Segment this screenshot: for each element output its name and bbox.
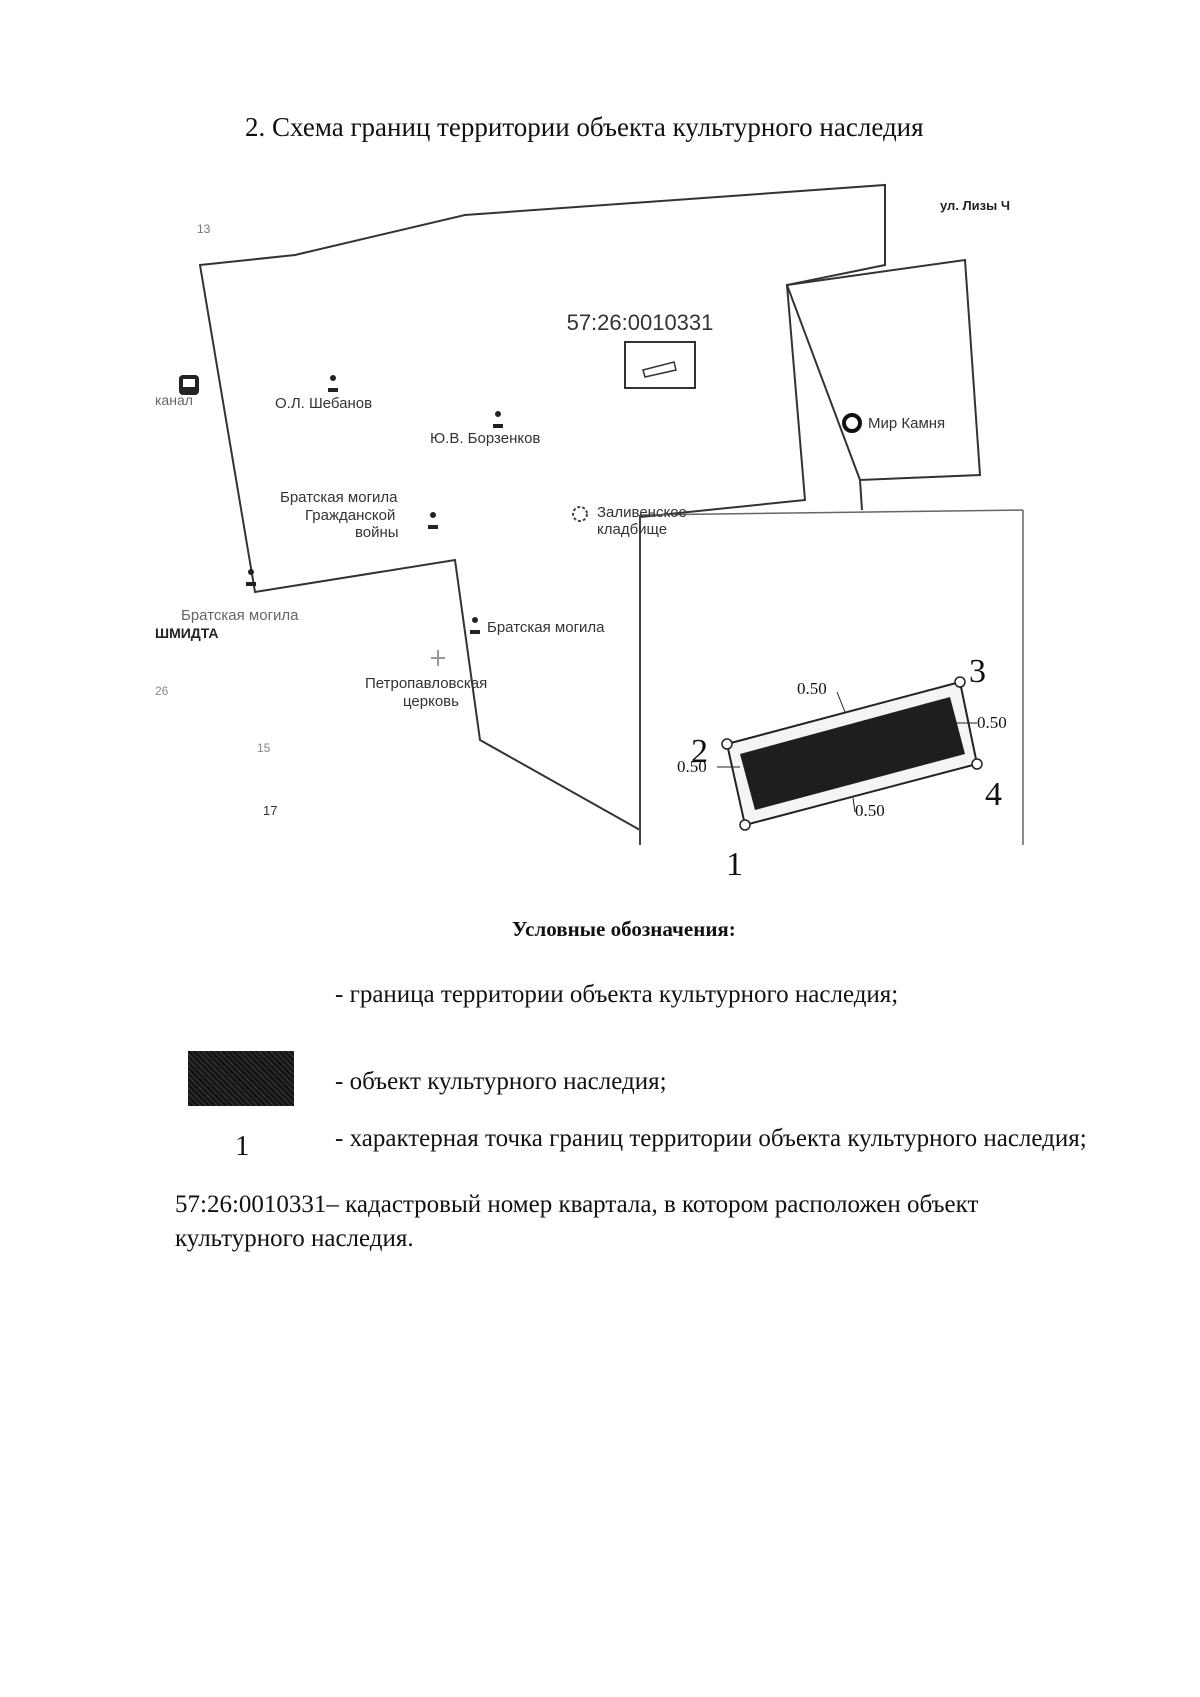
place-label-borzenkov: Ю.В. Борзенков [430, 430, 540, 447]
inset-frame-top [639, 509, 1024, 516]
street-label-shmidta: ШМИДТА [155, 625, 219, 641]
church-icon [431, 650, 445, 666]
boundary-point-marker [954, 676, 966, 688]
place-label-civil-war-grave-2: Гражданской [305, 507, 395, 524]
legend-title: Условные обозначения: [512, 917, 736, 941]
mir-kamnya-plot [785, 258, 982, 482]
legend-point-symbol: 1 [235, 1130, 250, 1162]
place-label-mir-kamnya: Мир Камня [868, 415, 945, 432]
page-title: 2. Схема границ территории объекта культ… [245, 112, 924, 142]
place-label-sheblanov: О.Л. Шебанов [275, 395, 372, 412]
grave-marker-icon [328, 375, 338, 392]
boundary-point-marker [721, 738, 733, 750]
legend-object-symbol [188, 1051, 294, 1106]
street-label-kanal: канал [155, 392, 193, 408]
offset-leader-bottom [852, 797, 856, 813]
place-label-grave-center: Братская могила [487, 619, 605, 636]
grave-marker-icon [493, 411, 503, 428]
house-number-26: 26 [155, 684, 169, 698]
legend-object-text: - объект культурного наследия; [335, 1068, 667, 1095]
point-label-3: 3 [969, 653, 986, 690]
house-number-15: 15 [257, 741, 271, 755]
boundary-point-marker [971, 758, 983, 770]
point-label-4: 4 [985, 776, 1002, 813]
place-label-civil-war-grave-3: войны [355, 524, 399, 541]
legend-cadastral-text: 57:26:0010331– кадастровый номер квартал… [175, 1191, 979, 1252]
grave-marker-icon [246, 569, 256, 586]
object-locator-box [624, 341, 696, 389]
cadastral-number-label: 57:26:0010331 [567, 310, 714, 335]
house-number-17: 17 [263, 803, 277, 818]
street-label-lizy: ул. Лизы Ч [940, 198, 1010, 213]
grave-marker-icon [428, 512, 438, 529]
heritage-object-shape [740, 697, 965, 810]
grave-marker-icon [470, 617, 480, 634]
cemetery-icon [572, 506, 588, 522]
point-label-1: 1 [726, 846, 743, 883]
place-label-church-1: Петропавловская [365, 675, 487, 692]
legend-boundary-symbol [178, 995, 288, 997]
place-label-zalivenskoe-2: кладбище [597, 521, 667, 538]
cemetery-boundary [198, 183, 886, 832]
object-inset-detail: 1 2 3 4 0.50 0.50 0.50 0.50 [677, 653, 1007, 883]
place-label-grave-west: Братская могила [181, 607, 299, 624]
point-label-2: 2 [691, 733, 708, 770]
place-label-zalivenskoe-1: Заливенское [597, 504, 687, 521]
shop-marker-icon [842, 413, 862, 433]
house-number-13: 13 [197, 222, 211, 236]
legend-boundary-text: - граница территории объекта культурного… [335, 981, 899, 1008]
place-label-civil-war-grave-1: Братская могила [280, 489, 398, 506]
plot-divider-line [859, 479, 863, 511]
offset-leader-top [836, 691, 846, 713]
offset-label-top: 0.50 [797, 679, 827, 698]
boundary-map: 57:26:0010331 ул. Лизы Ч ШМИДТА канал 13… [155, 183, 1024, 883]
bus-stop-icon-window [183, 379, 195, 387]
offset-label-right: 0.50 [977, 713, 1007, 732]
legend-point-text: - характерная точка границ территории об… [335, 1125, 1087, 1152]
offset-label-left: 0.50 [677, 757, 707, 776]
offset-label-bottom: 0.50 [855, 801, 885, 820]
place-label-church-2: церковь [403, 693, 459, 710]
object-locator-shape [642, 361, 677, 378]
boundary-point-marker [739, 819, 751, 831]
